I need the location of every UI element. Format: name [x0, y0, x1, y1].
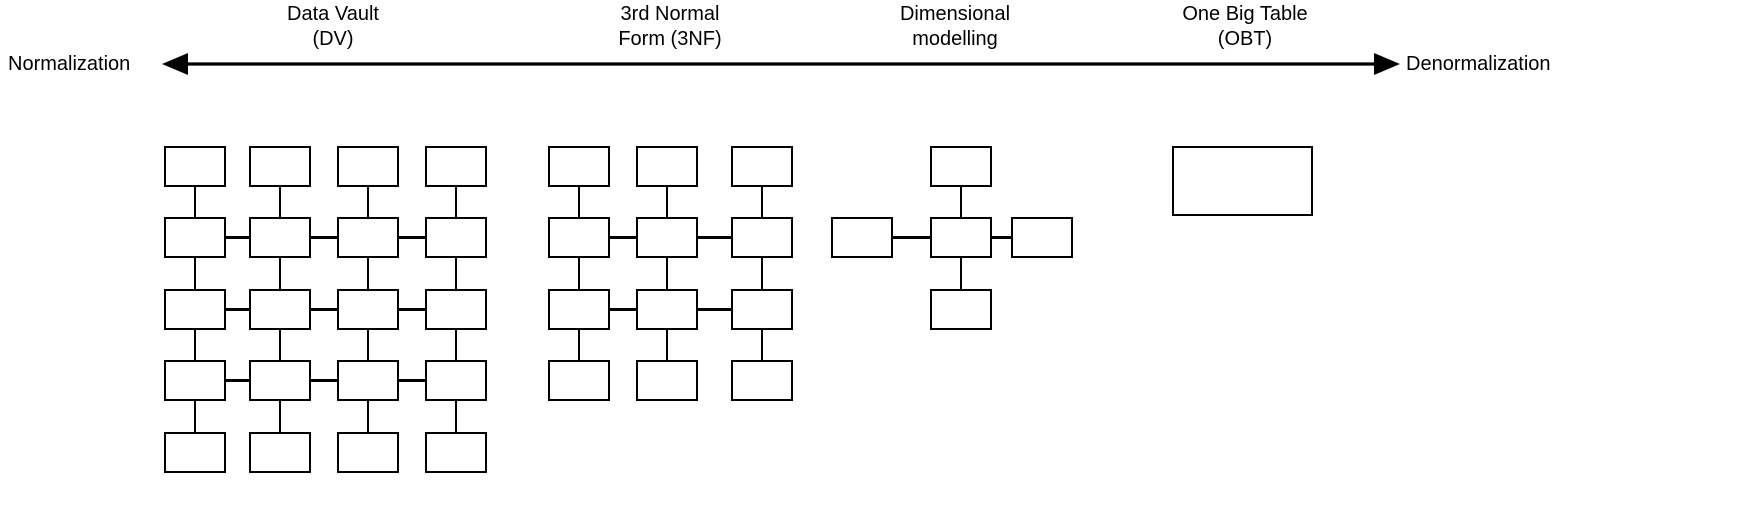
node-box-dv-r4-c4	[425, 360, 487, 401]
node-box-dv-r1-c2	[249, 146, 311, 187]
node-box-dv-r2-c4	[425, 217, 487, 258]
node-box-dv-r4-c2	[249, 360, 311, 401]
node-box-dv-r2-c3	[337, 217, 399, 258]
node-box-dv-r1-c4	[425, 146, 487, 187]
connector-line-vertical	[193, 401, 197, 432]
node-box-3nf-r3-c3	[731, 289, 793, 330]
connector-line-horizontal	[610, 236, 636, 239]
node-box-one-big-table	[1172, 146, 1313, 216]
node-box-dv-r5-c4	[425, 432, 487, 473]
schema-3nf	[0, 0, 820, 420]
connector-line-vertical	[454, 401, 458, 432]
connector-line-vertical	[577, 187, 581, 217]
connector-line-vertical	[278, 258, 282, 289]
node-box-dv-r4-c3	[337, 360, 399, 401]
node-box-3nf-r2-c3	[731, 217, 793, 258]
node-box-dv-r3-c1	[164, 289, 226, 330]
connector-line-horizontal	[399, 379, 425, 382]
connector-line-horizontal	[399, 236, 425, 239]
node-box-3nf-r2-c1	[548, 217, 610, 258]
node-box-3nf-r4-c3	[731, 360, 793, 401]
connector-line-vertical	[665, 258, 669, 289]
connector-line-horizontal	[698, 236, 731, 239]
node-box-3nf-r3-c2	[636, 289, 698, 330]
connector-line-vertical	[454, 258, 458, 289]
node-box-dim-dimension-top	[930, 146, 992, 187]
node-box-dv-r2-c1	[164, 217, 226, 258]
node-box-3nf-r4-c1	[548, 360, 610, 401]
connector-line-horizontal	[226, 379, 249, 382]
connector-line-vertical	[454, 330, 458, 360]
connector-line-vertical	[577, 258, 581, 289]
connector-line-vertical	[278, 187, 282, 217]
connector-line-vertical	[760, 258, 764, 289]
node-box-3nf-r1-c3	[731, 146, 793, 187]
connector-line-horizontal	[610, 308, 636, 311]
node-box-3nf-r4-c2	[636, 360, 698, 401]
node-box-dv-r3-c4	[425, 289, 487, 330]
node-box-dv-r3-c3	[337, 289, 399, 330]
node-box-dim-fact	[930, 217, 992, 258]
stage-label-one-big-table: One Big Table (OBT)	[1182, 3, 1308, 50]
connector-line-horizontal	[311, 308, 337, 311]
node-box-dv-r4-c1	[164, 360, 226, 401]
node-box-dim-dimension-left	[831, 217, 893, 258]
connector-line-vertical	[760, 187, 764, 217]
connector-line-vertical	[760, 330, 764, 360]
connector-line-vertical	[278, 330, 282, 360]
connector-line-horizontal	[698, 308, 731, 311]
connector-line-vertical	[454, 187, 458, 217]
connector-line-horizontal	[311, 236, 337, 239]
connector-line-horizontal	[226, 236, 249, 239]
node-box-dv-r3-c2	[249, 289, 311, 330]
node-box-dim-dimension-bottom	[930, 289, 992, 330]
node-box-3nf-r3-c1	[548, 289, 610, 330]
connector-line-horizontal	[226, 308, 249, 311]
connector-line-vertical	[366, 258, 370, 289]
connector-line-vertical	[665, 330, 669, 360]
connector-line-vertical	[193, 330, 197, 360]
connector-line-horizontal	[399, 308, 425, 311]
node-box-dv-r1-c1	[164, 146, 226, 187]
connector-line-vertical	[665, 187, 669, 217]
node-box-3nf-r1-c1	[548, 146, 610, 187]
schema-dimensional-modelling	[0, 0, 1100, 340]
connector-line-vertical	[959, 187, 963, 217]
node-box-3nf-r1-c2	[636, 146, 698, 187]
schema-data-vault	[0, 0, 520, 524]
connector-line-vertical	[193, 258, 197, 289]
node-box-dv-r1-c3	[337, 146, 399, 187]
node-box-dv-r2-c2	[249, 217, 311, 258]
connector-line-horizontal	[893, 236, 930, 239]
node-box-dim-dimension-right	[1011, 217, 1073, 258]
connector-line-vertical	[366, 330, 370, 360]
connector-line-vertical	[366, 187, 370, 217]
connector-line-vertical	[577, 330, 581, 360]
node-box-3nf-r2-c2	[636, 217, 698, 258]
connector-line-vertical	[193, 187, 197, 217]
connector-line-horizontal	[311, 379, 337, 382]
connector-line-horizontal	[992, 236, 1011, 239]
double-headed-arrow-icon	[162, 53, 1400, 75]
axis-label-normalization: Normalization	[8, 53, 131, 75]
stage-label-data-vault: Data Vault (DV)	[287, 3, 379, 50]
node-box-dv-r5-c2	[249, 432, 311, 473]
stage-label-3nf: 3rd Normal Form (3NF)	[618, 3, 722, 50]
connector-line-vertical	[278, 401, 282, 432]
node-box-dv-r5-c3	[337, 432, 399, 473]
node-box-dv-r5-c1	[164, 432, 226, 473]
connector-line-vertical	[366, 401, 370, 432]
axis-label-denormalization: Denormalization	[1406, 53, 1551, 75]
stage-label-dimensional-modelling: Dimensional modelling	[899, 3, 1011, 50]
connector-line-vertical	[959, 258, 963, 289]
